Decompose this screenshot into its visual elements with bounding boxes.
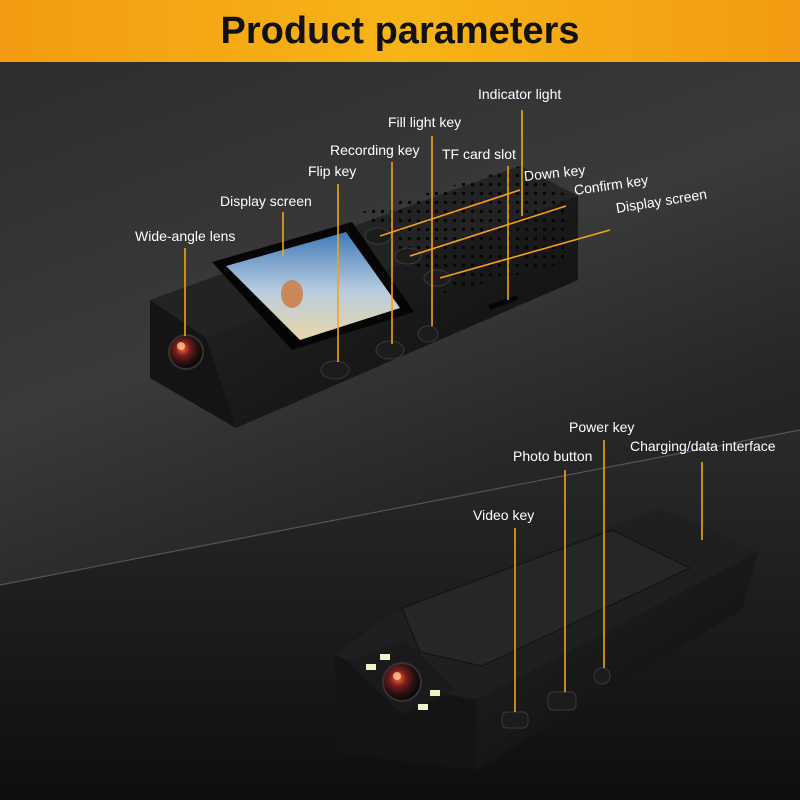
label-fill-light-key: Fill light key (388, 114, 462, 130)
label-indicator-light: Indicator light (478, 86, 562, 102)
label-video-key: Video key (473, 507, 535, 523)
page-title: Product parameters (220, 10, 580, 52)
label-recording-key: Recording key (330, 142, 420, 158)
bottom-device (335, 508, 758, 770)
callout-lines (184, 110, 703, 712)
top-device (150, 166, 578, 428)
title-banner: Product parameters (0, 0, 800, 62)
label-wide-angle-lens: Wide-angle lens (135, 228, 236, 244)
label-power-key: Power key (569, 419, 635, 435)
label-tf-card-slot: TF card slot (442, 146, 516, 162)
label-photo-button: Photo button (513, 448, 593, 464)
label-charging-data-interface: Charging/data interface (630, 438, 776, 454)
label-flip-key: Flip key (308, 163, 357, 179)
label-display-screen-left: Display screen (220, 193, 312, 209)
